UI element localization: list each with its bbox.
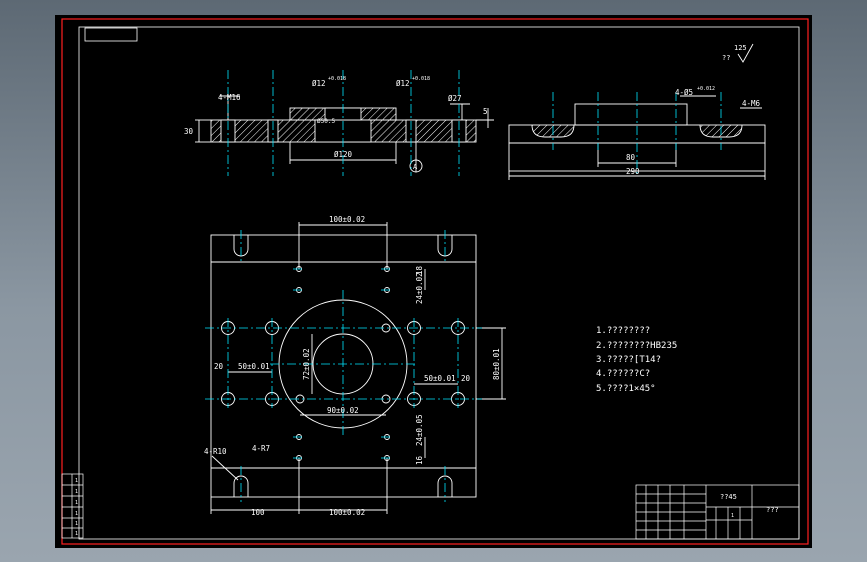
label-d12-left: Ø12 [312,79,326,88]
side-cell-1: 1 [75,478,78,484]
label-4d5-tol: +0.012 [697,86,715,92]
sheet-outer-border [61,18,809,545]
dim-20-right: 20 [461,374,471,383]
roughness-symbol: 125 ?? [722,43,754,63]
dim-24-bottom: 24±0.05 [415,414,424,446]
dim-72: 72±0.02 [302,348,311,380]
dim-20-left: 20 [214,362,224,371]
label-4d5: 4-Ø5 [675,88,693,97]
top-right-centerlines [552,92,722,176]
side-cell-3: 1 [75,500,78,506]
dim-bottom-100: 100±0.02 [329,508,365,517]
dim-top-100: 100±0.02 [329,215,365,224]
title-block-name: ??45 [720,493,737,501]
dim-left-100: 100 [251,508,265,517]
label-4r7: 4-R7 [252,444,270,453]
label-d50: Ø50.5 [317,118,335,125]
note-4: 4.??????C? [596,369,650,379]
label-4m6: 4-M6 [742,99,761,108]
side-cell-2: 1 [75,489,78,495]
top-left-centerlines [227,70,460,176]
note-3: 3.?????[T14? [596,355,661,365]
dim-80-right: 80±0.01 [492,348,501,380]
side-cell-4: 1 [75,511,78,517]
dim-24-top: 24±0.02 [415,272,424,304]
plan-view-centerlines [205,230,482,502]
title-block-part: ??? [766,506,779,514]
dim-16: 16 [415,455,424,465]
side-cell-5: 1 [75,521,78,527]
dim-50-right: 50±0.01 [424,374,456,383]
label-d12-left-tol: +0.018 [328,76,346,82]
section-mark-a: A [413,163,418,171]
label-5: 5 [483,107,488,116]
label-d12-right-tol: +0.018 [412,76,430,82]
label-d12-right: Ø12 [396,79,410,88]
side-revision-block [61,473,84,539]
dim-50-left: 50±0.01 [238,362,270,371]
roughness-value: 125 [734,44,747,52]
note-2: 2.????????HB235 [596,341,677,351]
dim-18: 18 [415,265,424,275]
dim-90: 90±0.02 [327,406,359,415]
label-290: 290 [626,167,640,176]
drawing-number-box [84,27,138,42]
sheet-inner-border [78,26,800,540]
roughness-mark: ?? [722,54,730,62]
title-block [635,484,800,540]
label-30: 30 [184,127,194,136]
label-80: 80 [626,153,636,162]
label-d120: Ø120 [334,150,353,159]
title-block-sheet: 1 [731,513,734,519]
label-d27: Ø27 [448,94,462,103]
note-5: 5.????1×45° [596,384,656,394]
side-cell-6: 1 [75,531,78,537]
technical-notes: 1.???????? 2.????????HB235 3.?????[T14? … [596,326,677,394]
label-4m16: 4-M16 [218,93,241,102]
label-4r10: 4-R10 [204,447,227,456]
note-1: 1.???????? [596,326,650,336]
